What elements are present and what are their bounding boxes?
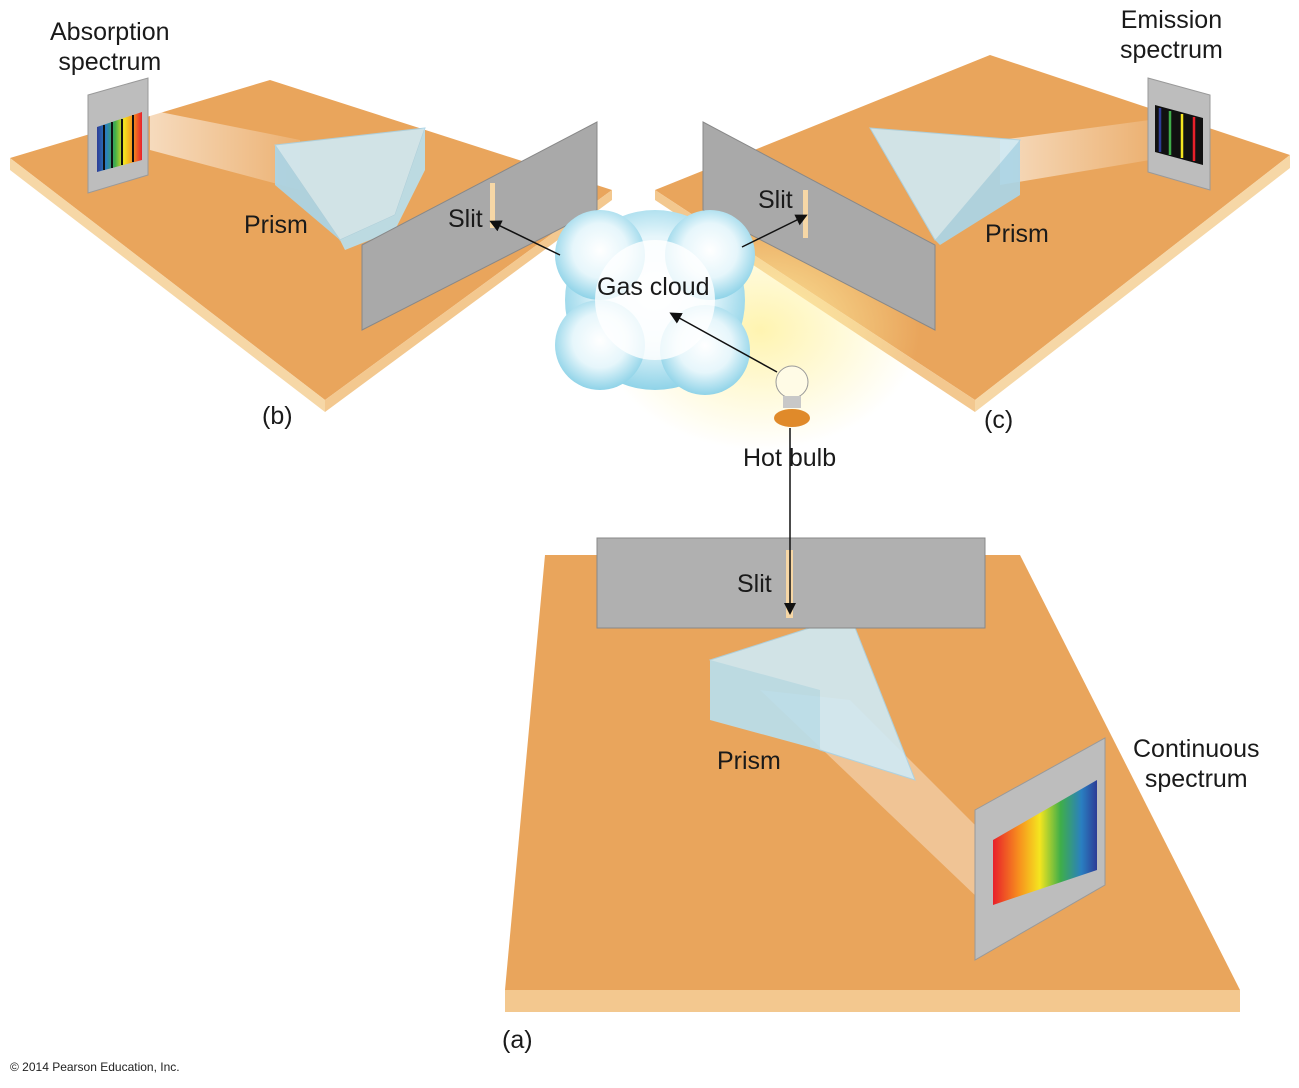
panel-a-label: (a) bbox=[502, 1026, 533, 1054]
gas-cloud bbox=[555, 210, 755, 395]
panel-c-label: (c) bbox=[984, 406, 1014, 434]
prism-c bbox=[869, 127, 1021, 245]
slit-a-label: Slit bbox=[737, 570, 772, 598]
beam-c bbox=[1000, 120, 1150, 185]
label-line: Absorption bbox=[50, 18, 170, 46]
beam-b bbox=[150, 110, 300, 190]
absorption-screen bbox=[87, 77, 149, 194]
panel-b-label: (b) bbox=[262, 402, 293, 430]
label-line: Emission bbox=[1120, 6, 1223, 34]
label-line: spectrum bbox=[1120, 36, 1223, 64]
gas-cloud-label: Gas cloud bbox=[597, 273, 710, 301]
hot-bulb-label: Hot bulb bbox=[743, 444, 837, 472]
light-path-arrows bbox=[489, 214, 808, 615]
slit-wall-a bbox=[596, 537, 986, 629]
hot-bulb-icon bbox=[774, 365, 810, 427]
label-line: spectrum bbox=[58, 48, 162, 76]
prism-a-label: Prism bbox=[717, 747, 781, 775]
prism-c-label: Prism bbox=[985, 220, 1049, 248]
continuous-screen bbox=[974, 737, 1106, 961]
label-line: Continuous bbox=[1133, 735, 1260, 763]
prism-a bbox=[708, 614, 916, 781]
emission-screen bbox=[1147, 77, 1211, 191]
slit-b-label: Slit bbox=[448, 205, 483, 233]
label-line: spectrum bbox=[1144, 765, 1248, 793]
slit-c-label: Slit bbox=[758, 186, 793, 214]
slit-wall-c bbox=[702, 121, 936, 331]
slit-wall-b bbox=[361, 121, 598, 331]
prism-b-label: Prism bbox=[244, 211, 308, 239]
prism-b bbox=[274, 127, 426, 250]
copyright-notice: © 2014 Pearson Education, Inc. bbox=[10, 1060, 180, 1074]
